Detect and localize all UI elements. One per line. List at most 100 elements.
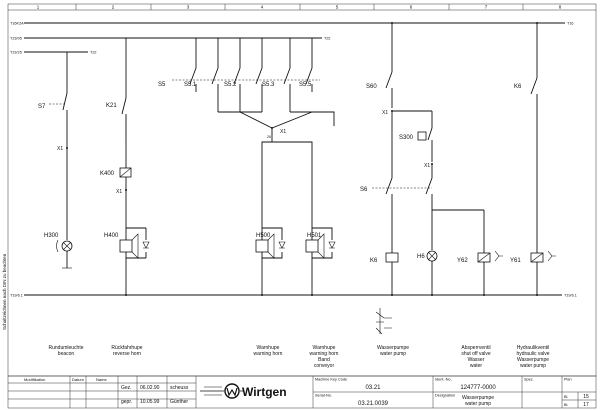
- label-s7: S7: [38, 104, 46, 110]
- drawing-frame: [7, 3, 597, 377]
- caption-extra: water pump: [520, 363, 546, 369]
- header-date: Datum: [72, 377, 84, 382]
- column-number: 3: [187, 5, 190, 10]
- label-h500: H500: [256, 233, 271, 239]
- caption-de: Wasserpumpe: [377, 345, 409, 351]
- label-h400: H400: [104, 233, 119, 239]
- title-block: Modifikation Datum Name Gez. 06.02.90 sc…: [7, 375, 597, 409]
- pump-symbol: [375, 308, 392, 335]
- label-h6: H6: [417, 254, 425, 260]
- sheet-label: Bl.: [564, 395, 568, 399]
- caption-en: reverse horn: [113, 351, 141, 357]
- column-number: 6: [410, 5, 413, 10]
- caption-extra: conveyor: [314, 363, 335, 369]
- coil-k6: [385, 252, 399, 263]
- drawn-date: 06.02.90: [140, 385, 160, 391]
- header-modification: Modifikation: [24, 377, 45, 382]
- pin-26: 26: [267, 135, 271, 139]
- caption-extra: water: [470, 363, 483, 369]
- label-h300: H300: [44, 233, 59, 239]
- column-number: 8: [559, 5, 562, 10]
- caption-en: warning horn: [310, 351, 339, 357]
- caption-en: shut off valve: [461, 351, 491, 357]
- horn-h500: [255, 239, 269, 253]
- designation-de: Wasserpumpe: [462, 395, 494, 401]
- column-dividers: [75, 4, 524, 10]
- label-k21: K21: [106, 103, 117, 109]
- label-x1: X1: [424, 163, 430, 169]
- side-note: Schaltzeichnen nach DIN zu beachten: [2, 253, 7, 330]
- rail-label: T23/05: [10, 37, 22, 41]
- label-s6: S6: [360, 187, 368, 193]
- column-number: 4: [261, 5, 264, 10]
- serial-label: Serial-No.: [315, 394, 332, 398]
- label-k6: K6: [370, 258, 378, 264]
- column-number: 5: [336, 5, 339, 10]
- brand-name: Wirtgen: [242, 385, 287, 399]
- label-s5-5: S5.5: [299, 82, 312, 88]
- label-k6-contact: K6: [514, 84, 522, 90]
- label-y61: Y61: [510, 258, 521, 264]
- designation-en: water pump: [465, 401, 491, 407]
- caption-extra: Wasser: [468, 357, 485, 363]
- rail-label: T22: [324, 37, 331, 41]
- rail-label: T16K2A: [10, 22, 24, 26]
- caption-en: beacon: [58, 351, 75, 357]
- label-s5-1: S5.1: [184, 82, 197, 88]
- designation-label: Designation: [435, 394, 455, 398]
- plan-label: Plan: [564, 378, 572, 382]
- horn-h400: [119, 239, 133, 253]
- sheet-of-label: Bl.: [564, 403, 568, 407]
- label-s5-2: S5.2: [224, 82, 237, 88]
- column-number: 7: [485, 5, 488, 10]
- rail-label: T16: [567, 22, 574, 26]
- label-x1: X1: [57, 146, 63, 152]
- ident-value: 124777-0000: [460, 385, 496, 391]
- wirtgen-logo: Wirtgen: [200, 383, 287, 399]
- label-h501: H501: [307, 233, 322, 239]
- checked-label: gepr.: [121, 399, 132, 405]
- rail-label: T19/6.1: [10, 294, 23, 298]
- machine-key-value: 03.21: [365, 385, 381, 391]
- caption-de: Absperrventil: [461, 345, 490, 351]
- drawn-name: scheuss: [170, 385, 189, 391]
- rail-label: T22: [90, 51, 97, 55]
- checked-name: Günther: [170, 399, 188, 405]
- label-x1: X1: [382, 110, 388, 116]
- horn-h501: [305, 239, 319, 253]
- ident-label: Ident.-No.: [435, 378, 452, 382]
- caption-extra: Band: [318, 357, 330, 363]
- caption-de: Warnhupe: [313, 345, 336, 351]
- caption-de: Hydraulikventil: [517, 345, 550, 351]
- label-s300: S300: [399, 135, 414, 141]
- column-number: 1: [37, 5, 40, 10]
- serial-value: 03.21.0039: [358, 401, 389, 407]
- label-s60: S60: [366, 84, 377, 90]
- drawn-label: Gez.: [121, 385, 132, 391]
- header-name: Name: [96, 377, 107, 382]
- caption-de: Warnhupe: [257, 345, 280, 351]
- caption-de: Rückfahrhupe: [111, 345, 142, 351]
- caption-en: warning horn: [254, 351, 283, 357]
- checked-date: 10.05.99: [140, 399, 160, 405]
- column-number: 2: [112, 5, 115, 10]
- caption-en: water pump: [380, 351, 406, 357]
- label-x1-center: X1: [280, 129, 286, 135]
- machine-key-label: Machine Key Code: [315, 378, 347, 382]
- label-s5: S5: [158, 82, 166, 88]
- branch-h300: S7 X1 H300: [38, 52, 73, 269]
- sheet-total: 17: [583, 402, 589, 408]
- branch-y62: Y62: [432, 209, 503, 296]
- caption-extra: Wasserpumpe: [517, 357, 549, 363]
- pressure-switch-s300: [417, 131, 427, 141]
- label-y62: Y62: [457, 258, 468, 264]
- rail-label: T19/6.1: [564, 294, 577, 298]
- sheet-value: 15: [583, 394, 589, 400]
- branch-y61: K6 Y61: [510, 22, 556, 296]
- label-x1: X1: [116, 189, 122, 195]
- switch-group-s5: S5 S5.1 S5.2 S5.3 S5.5 X1 26: [158, 38, 335, 240]
- caption-en: hydraulic valve: [516, 351, 549, 357]
- branch-h400: K21 K400 X1 H400: [100, 38, 150, 296]
- label-s5-3: S5.3: [262, 82, 275, 88]
